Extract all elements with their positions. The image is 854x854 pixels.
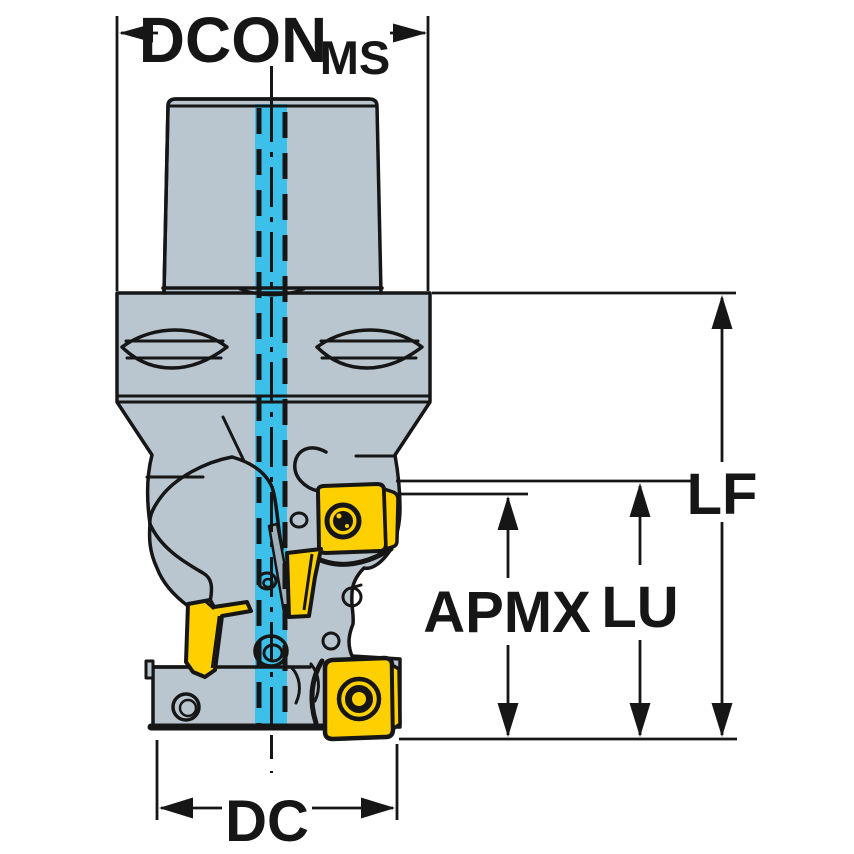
arrowhead-down: [629, 703, 651, 737]
arrowhead-down: [711, 703, 733, 737]
arrowhead-left: [119, 23, 153, 43]
insert-pocket-line-upper: [311, 546, 394, 567]
dimensions: DCON MS LF LU APMX: [115, 4, 758, 854]
flute-curve: [148, 455, 234, 526]
dimension-label-lf: LF: [687, 462, 758, 527]
insert-screw-ring: [336, 676, 382, 722]
flute-curve: [148, 522, 214, 604]
dimension-lu: LU: [396, 479, 692, 737]
arrowhead-up: [711, 295, 733, 329]
flute-curl: [293, 446, 328, 493]
dimension-label-dc: DC: [225, 789, 309, 854]
arrowhead-right: [361, 797, 395, 819]
taper-detail-line: [221, 415, 246, 463]
arrowhead-left: [159, 797, 193, 819]
insert-bottom: [322, 655, 402, 742]
arrowhead-down: [497, 703, 519, 737]
tool-linework: [115, 97, 432, 731]
insert-upper: [315, 482, 400, 555]
inserts: [184, 482, 402, 742]
dimension-label-dcon-subscript: MS: [320, 31, 391, 84]
insert-middle: [285, 547, 323, 619]
screw-glint: [336, 513, 342, 519]
screw-glint: [345, 524, 349, 528]
wrench-flat-right: [315, 328, 424, 370]
dimension-dc: DC: [155, 740, 399, 854]
arrowhead-right: [393, 23, 427, 43]
insert-face: [322, 655, 396, 742]
block-left-tab: [144, 659, 155, 680]
body-screw-hole-inner: [178, 698, 198, 718]
shank-neck-arc: [238, 287, 306, 297]
insert-face: [184, 598, 253, 679]
insert-left: [184, 598, 253, 679]
dimension-lf: LF: [399, 291, 758, 741]
insert-facet-line: [210, 615, 221, 669]
insert-screw-center: [333, 511, 353, 531]
chip-gullet-curve: [309, 662, 320, 703]
insert-facet-line: [302, 553, 314, 611]
insert-notch-line: [205, 601, 215, 610]
insert-side-facet: [390, 663, 402, 731]
dimension-label-dcon: DCON: [139, 4, 327, 76]
dimension-label-lu: LU: [601, 575, 678, 640]
chip-gullet-curve: [289, 665, 301, 705]
wrench-flat-left: [120, 328, 229, 370]
insert-pocket-hook-lower: [309, 658, 325, 726]
centerline: [256, 66, 288, 773]
insert-side-facet: [382, 487, 400, 551]
arrowhead-up: [497, 496, 519, 530]
insert-face: [285, 547, 323, 619]
body-screw-hole: [171, 692, 201, 722]
body-screw-hole: [289, 511, 309, 529]
body-screw-hole: [321, 631, 341, 651]
dimension-label-apmx: APMX: [423, 580, 591, 645]
dimension-apmx: APMX: [396, 492, 591, 737]
pocket-tail-line: [349, 583, 363, 590]
insert-screw-inner-ring: [345, 685, 373, 713]
insert-screw-ring: [324, 502, 362, 540]
dimension-dcon: DCON MS: [115, 4, 430, 291]
arrowhead-up: [629, 483, 651, 517]
